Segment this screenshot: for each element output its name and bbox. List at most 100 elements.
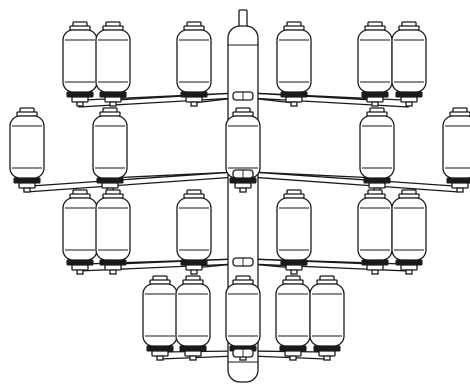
canister-t4-4 bbox=[309, 275, 345, 361]
canister-t4-1 bbox=[142, 275, 178, 361]
canister-t3-5 bbox=[357, 189, 393, 275]
canister-t3-4-base bbox=[285, 264, 303, 271]
canister-t1-2-collar bbox=[99, 91, 127, 98]
canister-t2-3-body bbox=[359, 115, 395, 179]
canister-t4-1-base bbox=[151, 350, 169, 357]
canister-t2-column bbox=[225, 107, 261, 193]
canister-t1-6-collar bbox=[395, 91, 423, 98]
canister-t4-3-stem bbox=[289, 355, 297, 361]
canister-t1-1-body bbox=[62, 29, 98, 93]
pipe-t3-left-b bbox=[115, 254, 237, 265]
pipe-t2-left-a bbox=[23, 167, 237, 193]
canister-t3-4 bbox=[276, 189, 312, 275]
pipe-t2-right-b bbox=[249, 167, 462, 193]
canister-t3-2-collar bbox=[99, 259, 127, 266]
canister-t1-3-base bbox=[185, 96, 203, 103]
canister-t3-2-body bbox=[95, 197, 131, 261]
canister-t3-6 bbox=[391, 189, 427, 275]
canister-t3-4-stem bbox=[290, 269, 298, 275]
canister-t1-5-base bbox=[366, 96, 384, 103]
canister-t3-6-stem bbox=[405, 269, 413, 275]
canister-t1-1 bbox=[62, 21, 98, 107]
canister-t1-6 bbox=[391, 21, 427, 107]
canister-t1-3-collar bbox=[180, 91, 208, 98]
canister-t2-1-base bbox=[18, 182, 36, 189]
canister-t2-3 bbox=[359, 107, 395, 193]
canister-t4-column-body bbox=[225, 283, 261, 347]
canister-t3-5-collar bbox=[361, 259, 389, 266]
canister-t2-2 bbox=[92, 107, 128, 193]
canister-t3-6-body bbox=[391, 197, 427, 261]
canister-t2-4-body bbox=[442, 115, 470, 179]
canister-t2-column-body bbox=[225, 115, 261, 179]
canister-t2-2-collar bbox=[96, 177, 124, 184]
canister-t1-5-body bbox=[357, 29, 393, 93]
canister-t4-3-base bbox=[284, 350, 302, 357]
canister-t2-4-stem bbox=[456, 187, 464, 193]
canister-t3-1-collar bbox=[66, 259, 94, 266]
canister-t4-2 bbox=[175, 275, 211, 361]
canister-t2-1-collar bbox=[13, 177, 41, 184]
canister-t3-1-body bbox=[62, 197, 98, 261]
canister-t3-3-body bbox=[176, 197, 212, 261]
canister-t4-1-body bbox=[142, 283, 178, 347]
canister-t1-1-stem bbox=[76, 101, 84, 107]
canister-t1-6-body bbox=[391, 29, 427, 93]
canister-t3-2 bbox=[95, 189, 131, 275]
canister-t4-2-body bbox=[175, 283, 211, 347]
canister-t1-4 bbox=[276, 21, 312, 107]
canister-t2-4 bbox=[442, 107, 470, 193]
canister-t4-4-stem bbox=[323, 355, 331, 361]
canister-t2-column-stem bbox=[239, 187, 247, 193]
canister-t4-2-base bbox=[184, 350, 202, 357]
canister-t2-1 bbox=[9, 107, 45, 193]
canister-t4-3-body bbox=[275, 283, 311, 347]
canister-t1-1-collar bbox=[66, 91, 94, 98]
canister-t3-3-collar bbox=[180, 259, 208, 266]
canister-t4-1-stem bbox=[156, 355, 164, 361]
canister-t1-4-base bbox=[285, 96, 303, 103]
canister-t3-1-stem bbox=[76, 269, 84, 275]
canister-t4-3 bbox=[275, 275, 311, 361]
canister-t2-1-stem bbox=[23, 187, 31, 193]
canister-t2-2-body bbox=[92, 115, 128, 179]
canister-t2-4-collar bbox=[446, 177, 470, 184]
canister-t3-2-stem bbox=[109, 269, 117, 275]
canister-t3-1 bbox=[62, 189, 98, 275]
canister-t1-3 bbox=[176, 21, 212, 107]
canister-t3-3 bbox=[176, 189, 212, 275]
canister-t1-5-collar bbox=[361, 91, 389, 98]
canister-t3-6-base bbox=[400, 264, 418, 271]
canister-t2-column-collar bbox=[229, 177, 257, 184]
canister-t1-1-base bbox=[71, 96, 89, 103]
canister-t4-4-base bbox=[318, 350, 336, 357]
canister-t3-5-base bbox=[366, 264, 384, 271]
canister-t4-4-body bbox=[309, 283, 345, 347]
canister-t1-3-body bbox=[176, 29, 212, 93]
canister-t4-column bbox=[225, 275, 261, 361]
canister-t4-2-stem bbox=[189, 355, 197, 361]
canister-t1-5 bbox=[357, 21, 393, 107]
canister-t3-5-stem bbox=[371, 269, 379, 275]
canister-t1-4-collar bbox=[280, 91, 308, 98]
canister-t3-3-base bbox=[185, 264, 203, 271]
canister-t4-3-collar bbox=[279, 345, 307, 352]
column-couplings bbox=[225, 91, 261, 361]
canister-t3-2-base bbox=[104, 264, 122, 271]
canister-t1-6-base bbox=[400, 96, 418, 103]
canister-t1-2-body bbox=[95, 29, 131, 93]
canister-t2-3-base bbox=[368, 182, 386, 189]
canister-t2-1-body bbox=[9, 115, 45, 179]
canister-t1-5-stem bbox=[371, 101, 379, 107]
canisters bbox=[9, 21, 470, 361]
canister-t3-4-collar bbox=[280, 259, 308, 266]
canister-t2-column-base bbox=[234, 182, 252, 189]
canister-t3-1-base bbox=[71, 264, 89, 271]
canister-t1-4-body bbox=[276, 29, 312, 93]
canister-t4-1-collar bbox=[146, 345, 174, 352]
canister-t3-5-body bbox=[357, 197, 393, 261]
column-top-spindle bbox=[238, 9, 248, 29]
canister-t2-4-base bbox=[451, 182, 469, 189]
canister-t1-2-base bbox=[104, 96, 122, 103]
